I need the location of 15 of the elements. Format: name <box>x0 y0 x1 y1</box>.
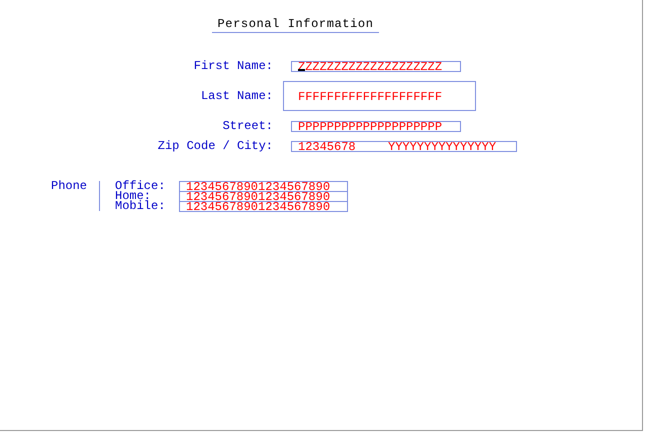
field-value: YYYYYYYYYYYYYYY <box>388 142 496 152</box>
input-field: PPPPPPPPPPPPPPPPPPPP <box>291 121 461 132</box>
field-label: Street: <box>222 120 273 132</box>
field-label: First Name: <box>194 60 273 72</box>
input-field: 12345678901234567890 <box>179 201 348 212</box>
form-title: Personal Information <box>212 18 379 33</box>
input-field: ZZZZZZZZZZZZZZZZZZZZ <box>291 61 461 72</box>
field-label: Office: <box>115 180 166 192</box>
input-field: 12345678901234567890 <box>179 181 348 192</box>
field-label: Mobile: <box>115 200 166 212</box>
input-field: 12345678901234567890 <box>179 191 348 202</box>
input-field: FFFFFFFFFFFFFFFFFFFF <box>283 81 476 111</box>
field-label: Zip Code / City: <box>158 140 273 152</box>
field-label: Phone <box>51 180 88 192</box>
field-label: Last Name: <box>200 90 273 102</box>
